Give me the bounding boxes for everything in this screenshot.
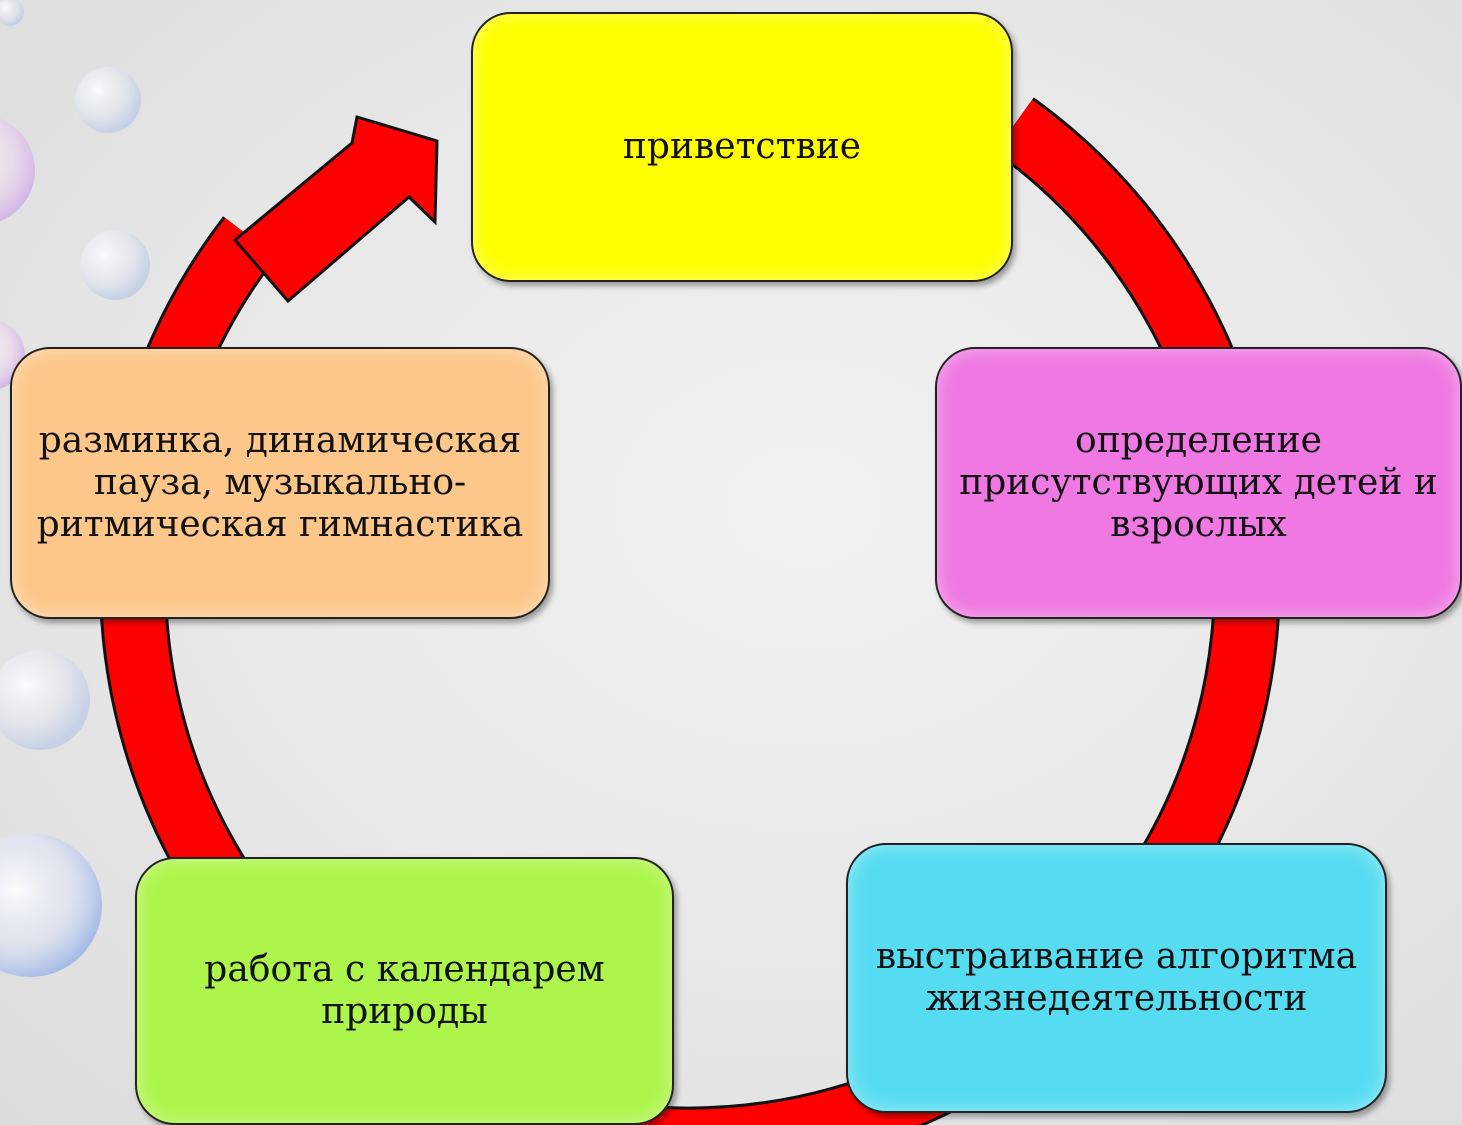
cycle-arrow-head xyxy=(232,115,439,304)
node-daily-algorithm-label: выстраивание алгоритма жизнедеятельности xyxy=(875,936,1358,1019)
node-greeting-label: приветствие xyxy=(622,126,862,167)
bubble-3 xyxy=(80,230,150,300)
bubble-1 xyxy=(0,118,35,222)
node-daily-algorithm: выстраивание алгоритма жизнедеятельности xyxy=(846,843,1387,1113)
node-attendance-label: определение присутствующих детей и взрос… xyxy=(959,420,1438,545)
bubble-6 xyxy=(0,833,102,977)
bubble-5 xyxy=(0,650,90,750)
bubble-2 xyxy=(75,67,141,133)
node-greeting: приветствие xyxy=(471,12,1013,282)
bubble-7 xyxy=(0,0,24,26)
node-nature-calendar-label: работа с календарем природы xyxy=(204,949,605,1032)
node-warmup: разминка, динамическая пауза, музыкально… xyxy=(10,347,550,619)
node-warmup-label: разминка, динамическая пауза, музыкально… xyxy=(36,420,524,545)
node-attendance: определение присутствующих детей и взрос… xyxy=(935,347,1462,619)
node-nature-calendar: работа с календарем природы xyxy=(135,857,674,1125)
